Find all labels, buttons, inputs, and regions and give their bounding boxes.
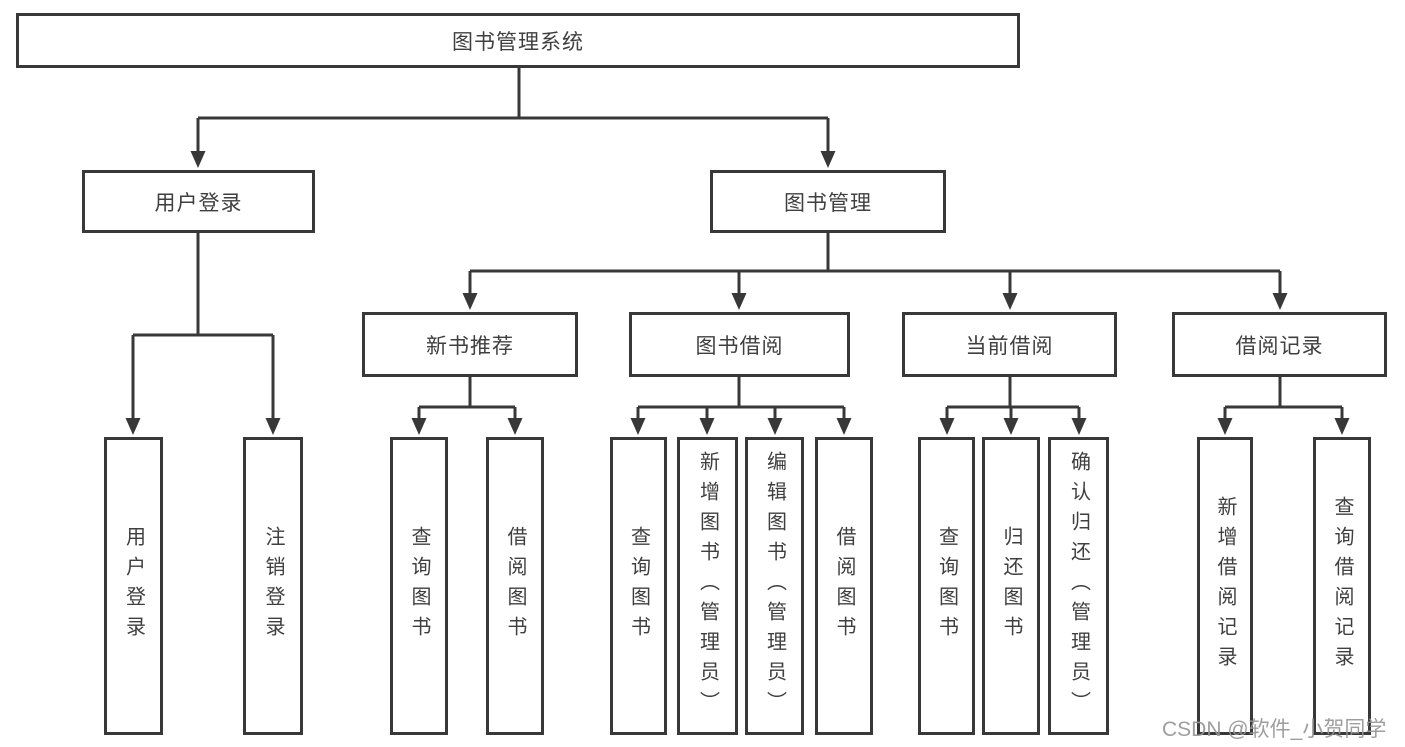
- leaf-borrow-book: 借阅图书: [815, 437, 873, 735]
- connector-root-to-level2: [196, 68, 830, 153]
- node-current-borrow: 当前借阅: [902, 312, 1117, 377]
- node-label: 查询图书: [627, 526, 650, 646]
- node-new-book-recommend: 新书推荐: [362, 312, 578, 377]
- leaf-query-book: 查询图书: [390, 437, 448, 735]
- leaf-query-book: 查询图书: [610, 437, 667, 735]
- node-label: 确认归还（管理员）: [1067, 451, 1090, 721]
- connector-new-to-leaves: [417, 377, 517, 420]
- node-book-borrow: 图书借阅: [629, 312, 850, 377]
- node-label: 新增借阅记录: [1214, 496, 1236, 676]
- node-label: 图书管理: [784, 191, 872, 215]
- node-label: 归还图书: [1000, 526, 1022, 646]
- arrow-down-icon: [1003, 418, 1019, 435]
- node-borrow-records: 借阅记录: [1172, 312, 1387, 377]
- node-label: 借阅记录: [1235, 334, 1324, 358]
- arrow-down-icon: [939, 418, 955, 435]
- arrow-down-icon: [731, 293, 747, 310]
- node-label: 用户登录: [154, 191, 243, 215]
- connector-books-to-level3: [468, 233, 1282, 295]
- arrow-down-icon: [125, 418, 141, 435]
- leaf-query-borrow-record: 查询借阅记录: [1313, 437, 1371, 735]
- arrow-down-icon: [820, 151, 836, 168]
- node-label: 借阅图书: [504, 526, 526, 646]
- node-book-management: 图书管理: [710, 170, 946, 233]
- arrow-down-icon: [1002, 293, 1018, 310]
- arrow-down-icon: [836, 418, 852, 435]
- node-label: 图书管理系统: [452, 30, 584, 54]
- node-label: 图书借阅: [695, 334, 784, 358]
- arrow-down-icon: [462, 293, 478, 310]
- arrow-down-icon: [1334, 418, 1350, 435]
- csdn-watermark: CSDN @软件_小贺同学: [1162, 718, 1387, 741]
- node-label: 查询图书: [935, 526, 958, 646]
- arrow-down-icon: [1217, 418, 1233, 435]
- node-label: 查询借阅记录: [1331, 496, 1353, 676]
- node-label: 新增图书（管理员）: [696, 451, 719, 721]
- node-user-login: 用户登录: [82, 170, 315, 233]
- leaf-logout: 注销登录: [243, 437, 303, 735]
- leaf-add-borrow-record: 新增借阅记录: [1197, 437, 1253, 735]
- connector-login-to-leaves: [131, 233, 275, 420]
- arrow-down-icon: [767, 418, 783, 435]
- leaf-borrow-book: 借阅图书: [486, 437, 544, 735]
- leaf-edit-book-admin: 编辑图书（管理员）: [745, 437, 804, 735]
- leaf-query-book: 查询图书: [918, 437, 975, 735]
- leaf-return-book: 归还图书: [982, 437, 1040, 735]
- connector-borrow-to-leaves: [636, 377, 846, 420]
- node-label: 当前借阅: [965, 334, 1054, 358]
- arrowheads: [125, 151, 1350, 435]
- arrow-down-icon: [630, 418, 646, 435]
- arrow-down-icon: [699, 418, 715, 435]
- node-label: 用户登录: [122, 526, 145, 646]
- connector-current-to-leaves: [945, 377, 1081, 420]
- arrow-down-icon: [411, 418, 427, 435]
- node-label: 借阅图书: [833, 526, 855, 646]
- node-label: 查询图书: [408, 526, 430, 646]
- leaf-confirm-return-admin: 确认归还（管理员）: [1048, 437, 1109, 735]
- arrow-down-icon: [1071, 418, 1087, 435]
- node-label: 编辑图书（管理员）: [763, 451, 786, 721]
- arrow-down-icon: [1272, 293, 1288, 310]
- leaf-user-login: 用户登录: [104, 437, 163, 735]
- leaf-add-book-admin: 新增图书（管理员）: [677, 437, 738, 735]
- arrow-down-icon: [507, 418, 523, 435]
- node-label: 注销登录: [262, 526, 284, 646]
- node-library-system: 图书管理系统: [16, 13, 1020, 68]
- node-label: 新书推荐: [426, 334, 514, 358]
- connector-records-to-leaves: [1223, 377, 1344, 420]
- arrow-down-icon: [190, 151, 206, 168]
- arrow-down-icon: [265, 418, 281, 435]
